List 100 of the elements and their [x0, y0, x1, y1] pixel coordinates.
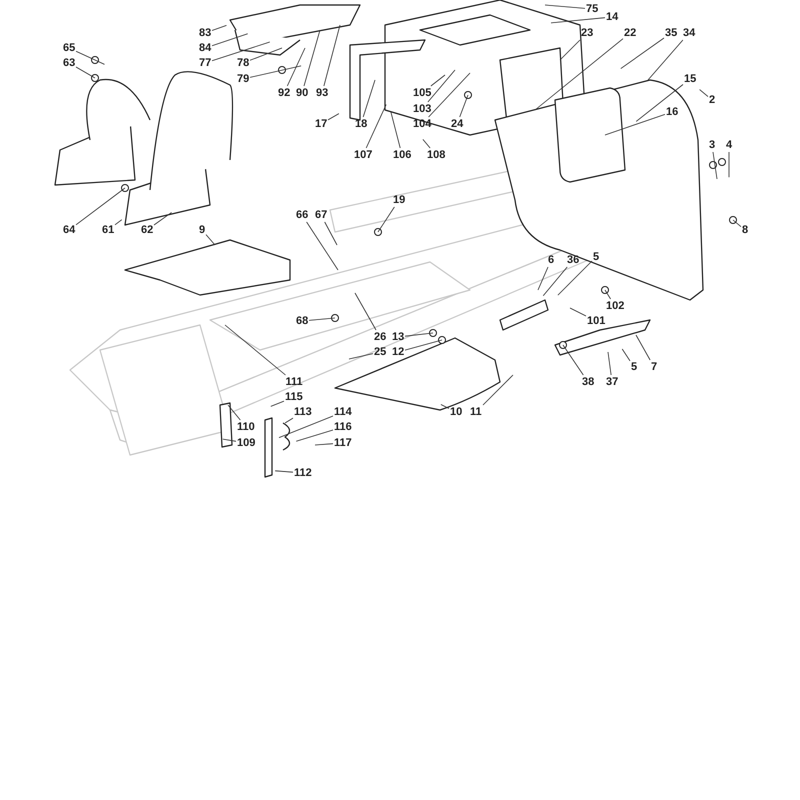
callout-number: 14: [606, 11, 618, 23]
callout-number: 5: [631, 361, 638, 373]
callout-number: 38: [582, 376, 594, 388]
callout-number: 75: [586, 3, 598, 15]
callout-number: 10: [450, 406, 462, 418]
callout-number: 7: [651, 361, 658, 373]
leader-line: [348, 353, 374, 360]
callout-number: 112: [294, 467, 312, 479]
callout-number: 109: [237, 437, 256, 449]
leader-line: [404, 340, 442, 350]
leader-line: [604, 114, 666, 136]
callout-number: 115: [285, 391, 303, 403]
leader-line: [250, 66, 302, 78]
leader-line: [308, 318, 336, 321]
callout-number: 114: [334, 406, 352, 418]
callout-number: 17: [315, 118, 328, 130]
leader-line: [558, 260, 592, 296]
callout-number: 26: [374, 331, 386, 343]
leader-line: [430, 74, 446, 86]
leader-line: [270, 400, 284, 407]
leader-line: [366, 104, 387, 148]
leader-line: [622, 348, 630, 362]
leader-line: [278, 416, 334, 438]
callout-number: 3: [709, 139, 716, 151]
leader-line: [328, 113, 340, 120]
leader-line: [620, 38, 664, 69]
callout-number: 16: [666, 106, 678, 118]
callout-number: 65: [63, 42, 76, 54]
callout-number: 90: [296, 87, 308, 99]
callout-number: 25: [374, 346, 386, 358]
callout-number: 117: [334, 437, 352, 449]
callout-number: 103: [413, 103, 432, 115]
callout-number: 34: [683, 27, 696, 39]
leader-line: [560, 40, 580, 60]
leader-line: [354, 292, 376, 330]
callout-number: 105: [413, 87, 432, 99]
callout-number: 93: [316, 87, 328, 99]
callout-number: 5: [593, 251, 600, 263]
leader-line: [648, 40, 684, 80]
callout-number: 6: [548, 254, 554, 266]
leader-line: [324, 24, 340, 86]
leader-line: [428, 72, 470, 118]
leader-line: [212, 42, 270, 62]
leader-line: [534, 38, 624, 110]
callout-number: 106: [393, 149, 412, 161]
callout-number: 23: [581, 27, 594, 39]
leader-line: [570, 308, 586, 316]
leader-line: [296, 430, 334, 442]
leader-line: [482, 374, 514, 406]
callout-number: 78: [237, 57, 250, 69]
leader-line: [562, 344, 584, 376]
callout-number: 68: [296, 315, 308, 327]
leader-line: [732, 220, 742, 228]
leader-line: [712, 152, 718, 180]
callout-number: 67: [315, 209, 328, 221]
callout-number: 19: [393, 194, 406, 206]
leader-line: [222, 438, 236, 442]
leader-line: [378, 206, 395, 232]
leader-line: [76, 188, 126, 226]
leader-line: [428, 70, 456, 102]
callout-number: 66: [296, 209, 308, 221]
leader-line: [440, 404, 450, 409]
callout-number: 61: [102, 224, 114, 236]
callout-number: 77: [199, 57, 212, 69]
leader-line: [206, 234, 216, 246]
leader-line: [76, 50, 105, 65]
leader-line: [544, 4, 586, 9]
leader-line: [154, 212, 172, 226]
callout-number: 15: [684, 73, 696, 85]
callout-number: 107: [354, 149, 372, 161]
leader-line: [542, 266, 568, 296]
callout-number: 12: [392, 346, 404, 358]
callout-number: 18: [355, 118, 368, 130]
callout-number: 8: [742, 224, 748, 236]
leader-line: [538, 266, 548, 290]
callout-number: 62: [141, 224, 154, 236]
leader-line: [228, 404, 241, 420]
callout-number: 63: [63, 57, 76, 69]
callout-number: 116: [334, 421, 352, 433]
leader-line: [306, 222, 338, 270]
callout-number: 24: [451, 118, 464, 130]
callout-number: 36: [567, 254, 580, 266]
leader-line: [224, 324, 286, 376]
leader-line: [636, 334, 650, 360]
leader-line: [284, 418, 294, 424]
callout-number: 37: [606, 376, 618, 388]
callout-number: 84: [199, 42, 212, 54]
callout-number: 35: [665, 27, 678, 39]
leader-line: [76, 66, 96, 78]
leader-line: [314, 443, 334, 446]
callout-number: 102: [606, 300, 624, 312]
leader-line: [459, 94, 468, 118]
callout-number: 22: [624, 27, 636, 39]
leader-line: [304, 30, 320, 86]
leader-line: [212, 25, 227, 31]
leader-line: [362, 80, 376, 118]
leader-line: [404, 332, 434, 337]
callout-number: 13: [392, 331, 404, 343]
leader-line: [212, 33, 248, 46]
leader-line: [114, 219, 122, 226]
